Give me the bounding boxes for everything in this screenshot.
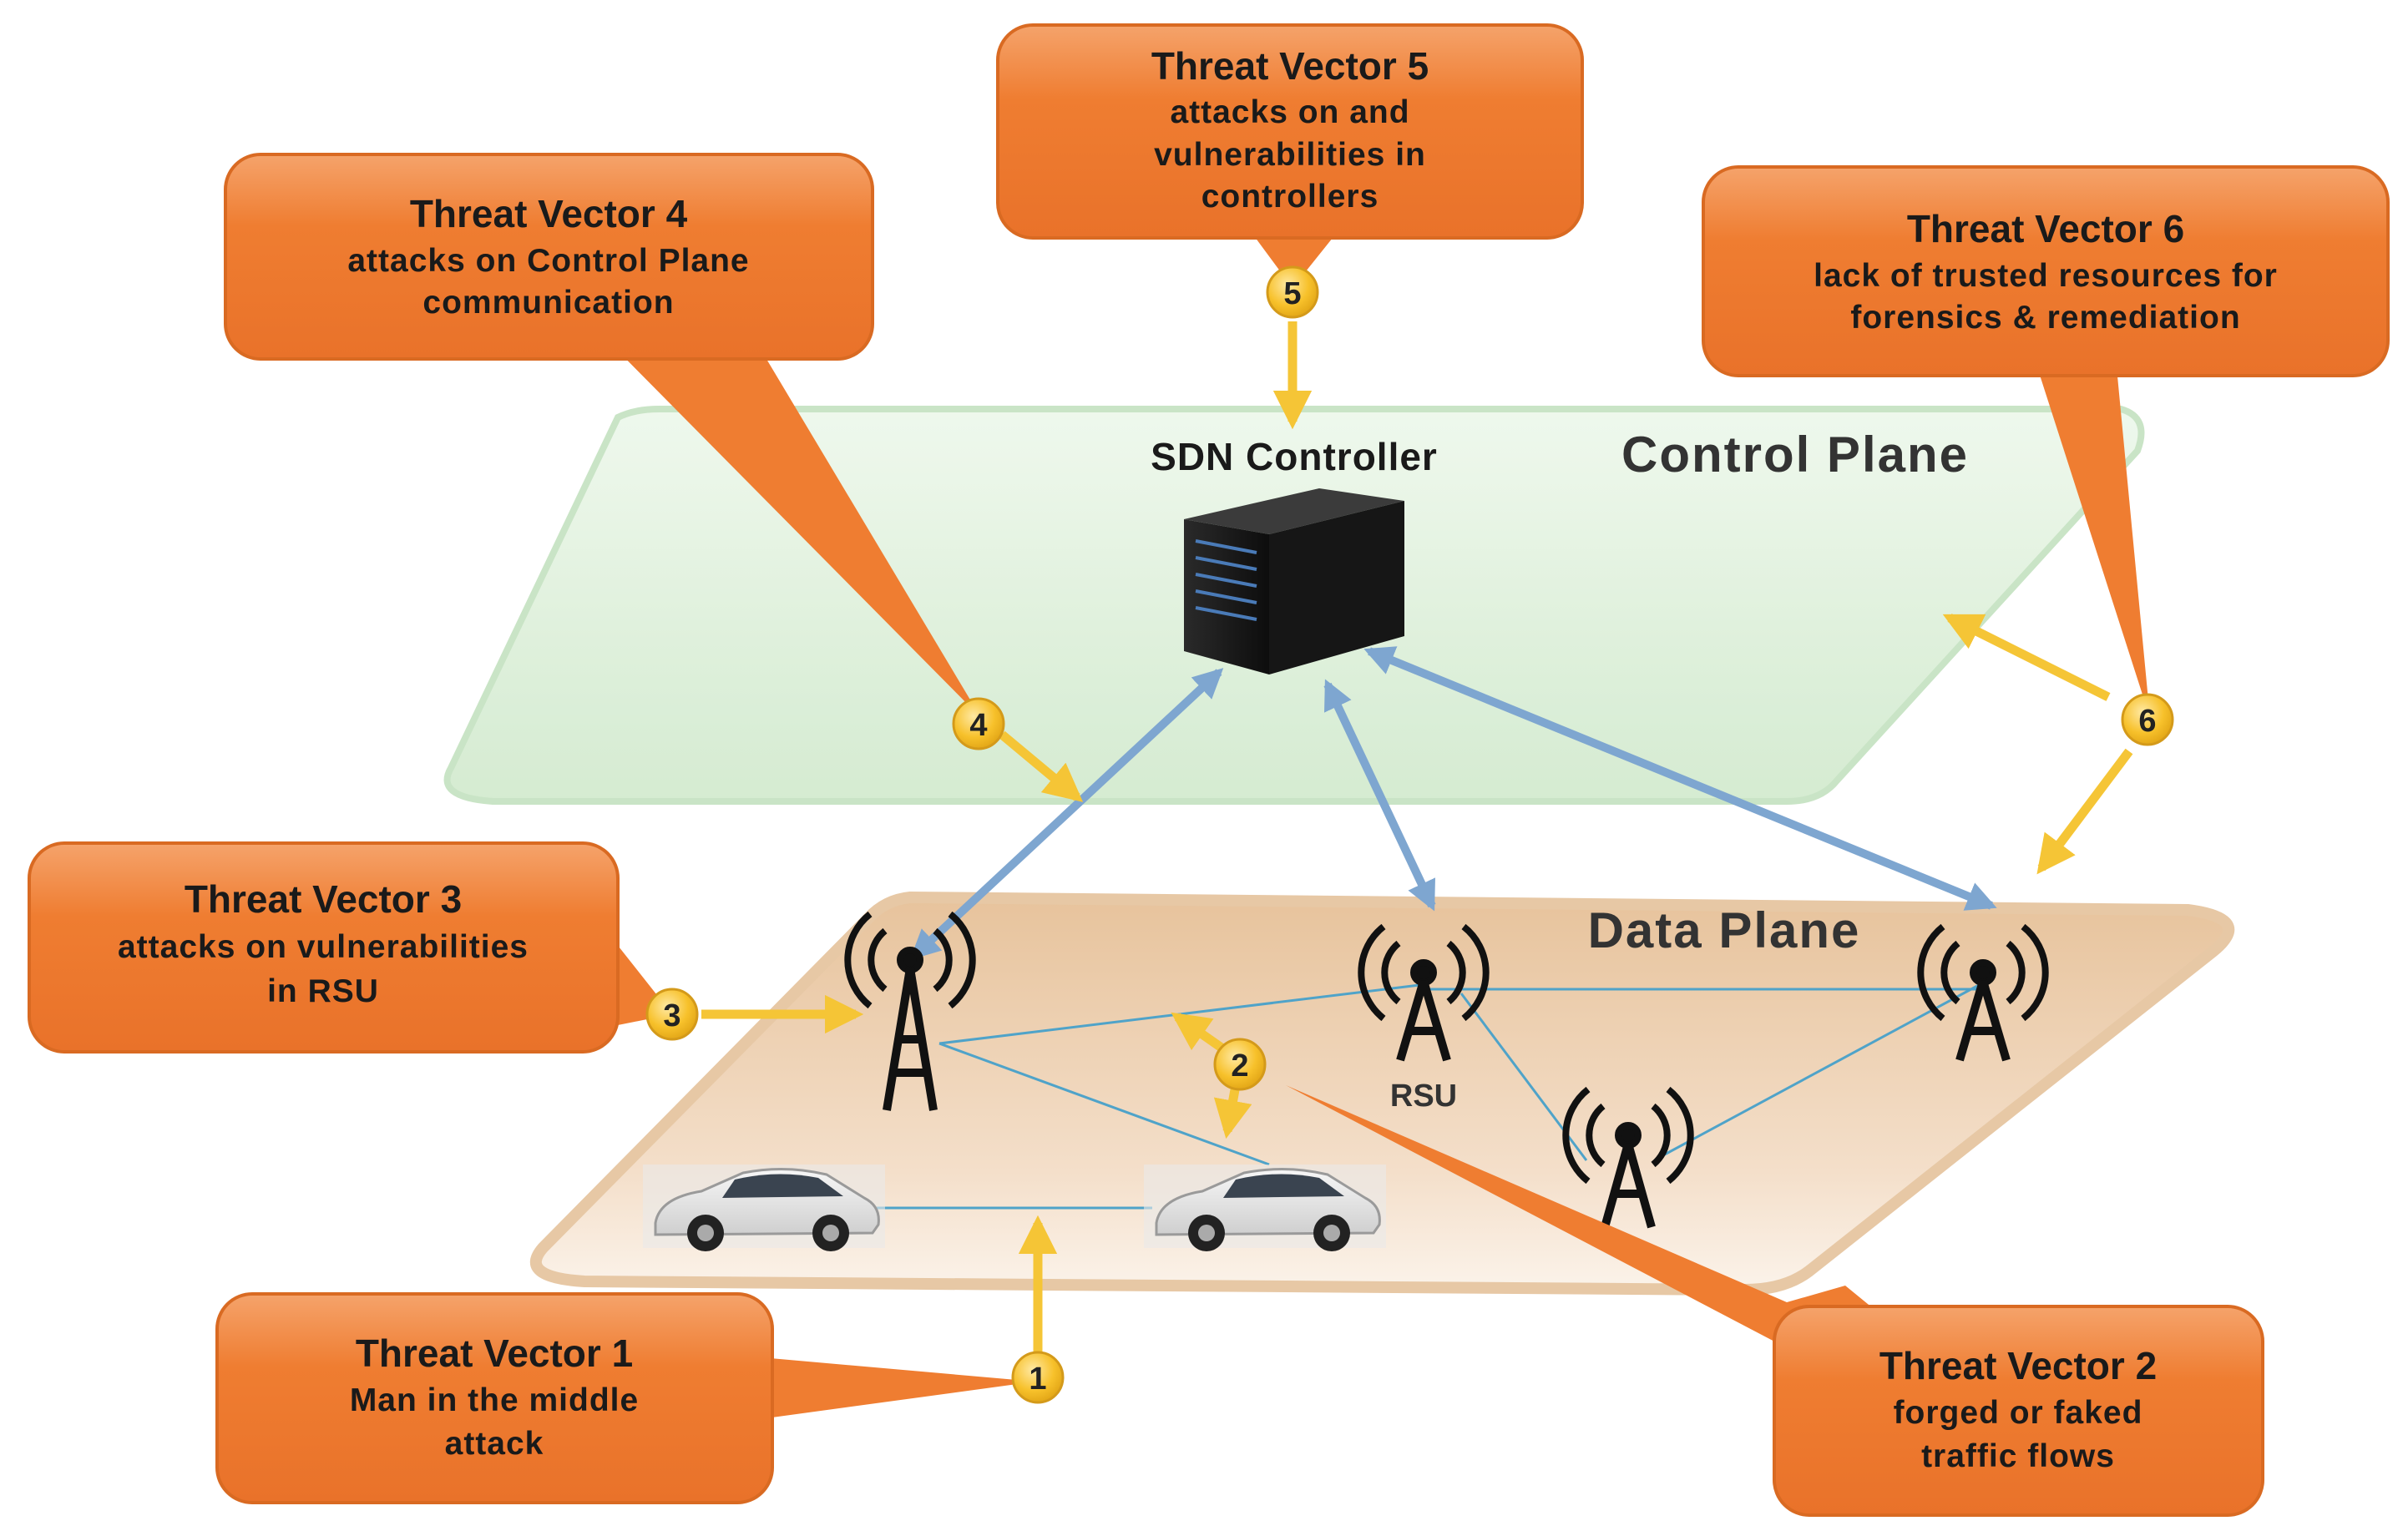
threat-arrows	[701, 321, 2133, 1352]
threat-callout-4: Threat Vector 4 attacks on Control Plane…	[224, 153, 874, 361]
threat-marker-1: 1	[1011, 1351, 1065, 1404]
threat-1-title: Threat Vector 1	[356, 1331, 633, 1375]
threat-1-desc-line-2: attack	[445, 1426, 544, 1462]
threat-5-desc-line-1: attacks on and	[1170, 94, 1409, 130]
threat-5-desc-line-2: vulnerabilities in	[1154, 137, 1426, 173]
threat-6-desc-line-2: forensics & remediation	[1850, 300, 2240, 336]
threat-2-desc-line-1: forged or faked	[1894, 1395, 2143, 1431]
threat-4-desc-line-2: communication	[422, 285, 674, 321]
threat-3-desc-line-2: in RSU	[267, 973, 379, 1009]
control-links	[909, 646, 1997, 960]
threat-4-desc-line-1: attacks on Control Plane	[347, 243, 749, 279]
antenna-tower-icon	[1358, 923, 1490, 1062]
sdn-controller: SDN Controller	[1151, 435, 1438, 675]
rsu-tower-3	[1917, 923, 2049, 1062]
threat-marker-5: 5	[1266, 265, 1319, 319]
threat-2-title: Threat Vector 2	[1879, 1344, 2157, 1387]
threat-6-desc-line-1: lack of trusted resources for	[1814, 258, 2278, 294]
control-plane-label: Control Plane	[1621, 427, 1969, 483]
threat-callout-1: Threat Vector 1 Man in the middle attack	[215, 1292, 774, 1504]
threat-marker-6-number: 6	[2138, 704, 2156, 739]
threat-marker-3: 3	[645, 988, 699, 1041]
threat-3-title: Threat Vector 3	[185, 877, 462, 921]
rsu-tower-2: RSU	[1358, 923, 1490, 1114]
antenna-tower-icon	[1917, 923, 2049, 1062]
threat-marker-2-number: 2	[1231, 1048, 1248, 1084]
callout-pointers	[601, 234, 2150, 1419]
threat-marker-4: 4	[952, 697, 1005, 750]
sdn-controller-label: SDN Controller	[1151, 435, 1438, 478]
threat-1-desc-line-1: Man in the middle	[350, 1382, 639, 1418]
threat-callout-6: Threat Vector 6 lack of trusted resource…	[1702, 165, 2390, 377]
threat-5-title: Threat Vector 5	[1151, 44, 1429, 88]
server-icon	[1184, 488, 1404, 675]
threat-marker-5-number: 5	[1283, 276, 1301, 311]
threat-marker-4-number: 4	[969, 708, 987, 743]
car-icon	[1144, 1165, 1386, 1251]
vehicle-1	[643, 1165, 885, 1251]
threat-callout-3: Threat Vector 3 attacks on vulnerabiliti…	[28, 841, 620, 1053]
rsu-tower-1	[844, 911, 976, 1111]
data-plane-label: Data Plane	[1588, 902, 1861, 958]
antenna-tower-icon	[1562, 1086, 1694, 1229]
threat-5-desc-line-3: controllers	[1201, 179, 1379, 215]
threat-2-desc-line-2: traffic flows	[1921, 1438, 2115, 1474]
vehicle-2	[1144, 1165, 1386, 1251]
threat-marker-3-number: 3	[663, 998, 680, 1033]
threat-callout-2: Threat Vector 2 forged or faked traffic …	[1773, 1305, 2264, 1517]
car-icon	[643, 1165, 885, 1251]
threat-callout-5: Threat Vector 5 attacks on and vulnerabi…	[996, 23, 1584, 240]
threat-marker-6: 6	[2121, 693, 2174, 746]
threat-marker-1-number: 1	[1029, 1362, 1046, 1397]
threat-6-title: Threat Vector 6	[1907, 207, 2184, 250]
rsu-tower-4	[1562, 1086, 1694, 1229]
antenna-tower-icon	[844, 911, 976, 1111]
threat-3-desc-line-1: attacks on vulnerabilities	[118, 929, 529, 965]
threat-marker-2: 2	[1213, 1038, 1267, 1091]
threat-4-title: Threat Vector 4	[410, 192, 688, 235]
rsu-label: RSU	[1390, 1079, 1457, 1114]
